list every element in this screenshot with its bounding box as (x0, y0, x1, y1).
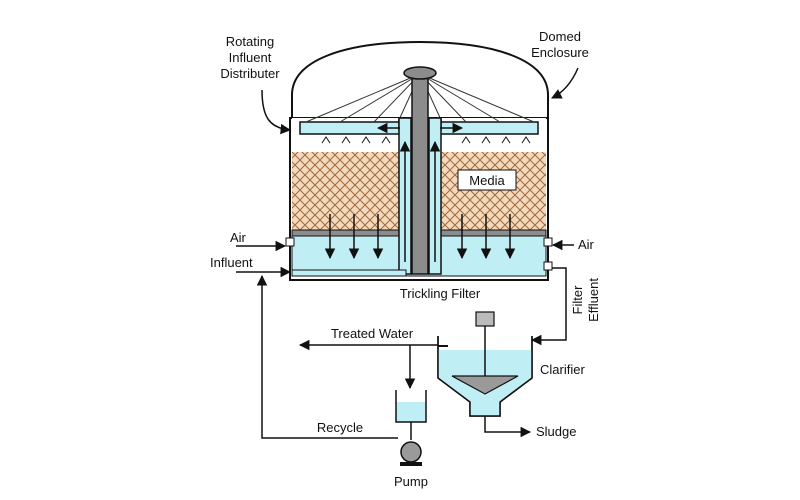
media-label-box (457, 169, 517, 191)
clarifier-motor (475, 311, 495, 327)
label-rotating-distributer-1: Rotating (226, 34, 274, 49)
domed-enclosure (291, 40, 549, 120)
distributor-cap (403, 66, 437, 80)
annotation-arrows (236, 67, 579, 278)
label-pump: Pump (394, 474, 428, 489)
clarifier (437, 311, 533, 417)
support-cables (305, 73, 535, 123)
influent-pipe (291, 269, 407, 277)
label-filter-effluent-1: Filter (570, 285, 585, 315)
label-domed-enclosure-1: Domed (539, 29, 581, 44)
label-influent: Influent (210, 255, 253, 270)
label-air-right: Air (578, 237, 595, 252)
recycle-wet-well (395, 390, 427, 423)
label-rotating-distributer-2: Influent (229, 50, 272, 65)
label-treated-water: Treated Water (331, 326, 414, 341)
label-recycle: Recycle (317, 420, 363, 435)
label-rotating-distributer-3: Distributer (220, 66, 280, 81)
flow-arrows-center (376, 122, 464, 262)
label-air-left: Air (230, 230, 247, 245)
sprinkler-marks (321, 136, 531, 144)
label-trickling-filter: Trickling Filter (400, 286, 481, 301)
label-sludge: Sludge (536, 424, 576, 439)
flow-arrows-media (324, 214, 516, 260)
center-shaft (411, 73, 429, 275)
pump-icon (400, 441, 422, 463)
label-filter-effluent-2: Effluent (586, 278, 601, 322)
label-media: Media (469, 173, 505, 188)
sludge-cone (451, 375, 519, 395)
label-clarifier: Clarifier (540, 362, 585, 377)
label-domed-enclosure-2: Enclosure (531, 45, 589, 60)
